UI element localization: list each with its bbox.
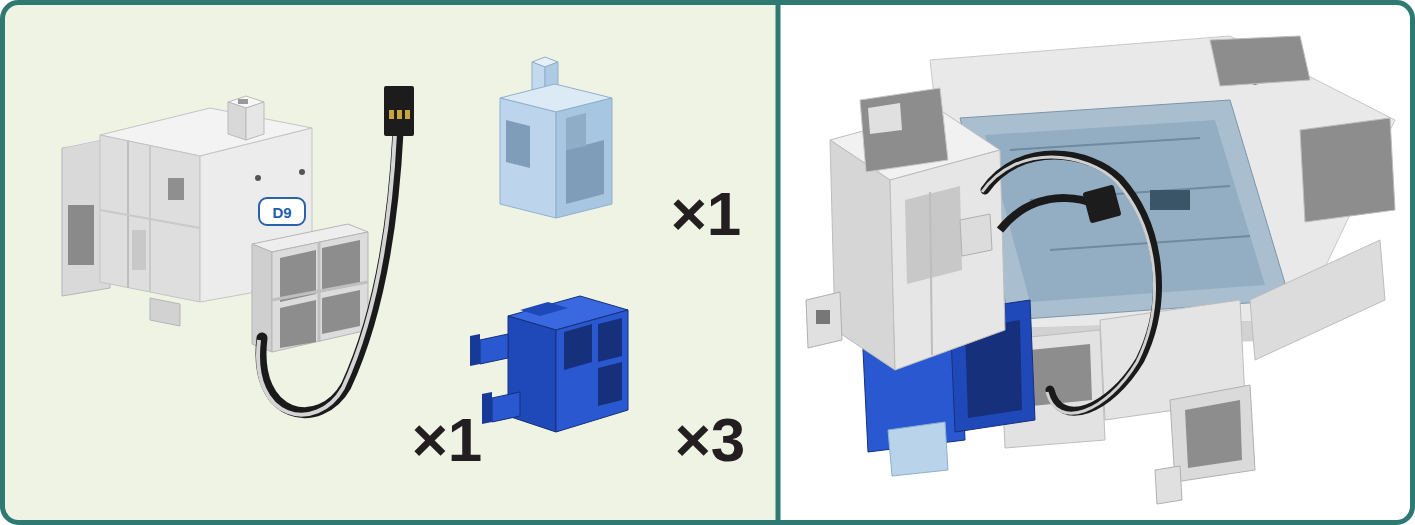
quantity-label: ×1 — [412, 409, 483, 471]
quantity-label: ×3 — [675, 409, 746, 471]
quantity-label: ×1 — [671, 183, 742, 245]
port-label: D9 — [272, 205, 291, 220]
